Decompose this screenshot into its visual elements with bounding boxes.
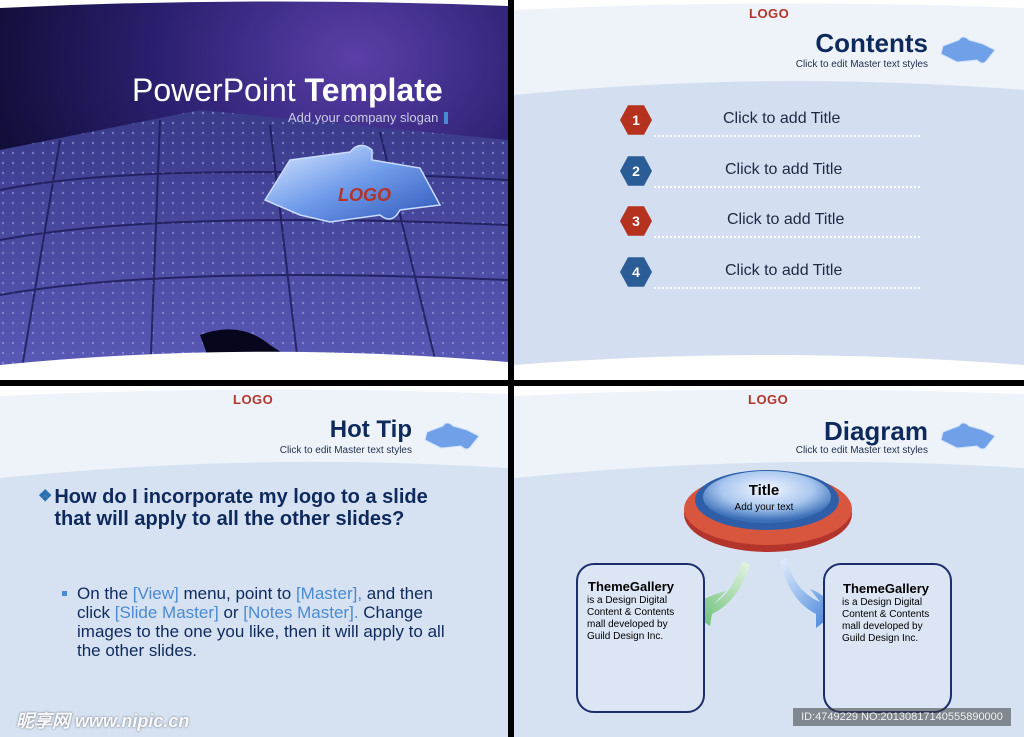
box-right-body: is a Design Digital Content & Contents m…: [842, 597, 930, 644]
slide-subtitle: Click to edit Master text styles: [795, 445, 928, 456]
diagram-box-left[interactable]: [576, 563, 705, 713]
hottip-background: [0, 386, 508, 478]
logo-text: LOGO: [748, 392, 789, 407]
title-bold: Template: [304, 72, 443, 108]
diamond-bullet-icon: ❖: [38, 488, 53, 505]
divider-4: [654, 287, 920, 289]
diagram-center-text[interactable]: Add your text: [734, 502, 794, 513]
notes-master-ref: [Notes Master].: [243, 603, 359, 622]
question-text: How do I incorporate my logo to a slide …: [54, 486, 428, 530]
logo-text: LOGO: [233, 392, 274, 407]
slide-hot-tip[interactable]: LOGO Hot Tip Click to edit Master text s…: [0, 386, 508, 737]
image-id-watermark: ID:4749229 NO:20130817140555890000: [793, 708, 1011, 726]
slide-title: Hot Tip: [329, 416, 412, 443]
contents-item-3[interactable]: Click to add Title: [727, 211, 845, 228]
slide-title: Contents: [815, 28, 928, 58]
title-disc-shape: [684, 470, 852, 552]
answer-text: On the [View] menu, point to [Master], a…: [77, 584, 445, 660]
slide-contents[interactable]: LOGO Contents Click to edit Master text …: [514, 0, 1024, 380]
slogan-text: Add your company slogan: [288, 110, 439, 125]
slide-title: Diagram: [823, 416, 928, 446]
slide-title-template[interactable]: PowerPoint Template Add your company slo…: [0, 0, 508, 380]
box-left-title: ThemeGallery: [588, 579, 674, 594]
tip-answer: On the [View] menu, point to [Master], a…: [62, 584, 462, 660]
slide-diagram[interactable]: LOGO Diagram Click to edit Master text s…: [514, 386, 1024, 737]
box-right-title: ThemeGallery: [843, 581, 929, 596]
square-bullet-icon: [62, 591, 67, 596]
divider-1: [654, 135, 920, 137]
divider-2: [654, 186, 920, 188]
diagram-center-title[interactable]: Title: [748, 482, 780, 499]
puzzle-piece-icon: [940, 36, 996, 64]
logo-text: LOGO: [749, 6, 790, 21]
puzzle-piece-icon: [424, 422, 480, 450]
right-curved-arrow-icon: [780, 558, 834, 628]
title-regular: PowerPoint: [132, 72, 296, 108]
puzzle-piece-icon: [940, 422, 996, 450]
view-menu-ref: [View]: [132, 584, 179, 603]
puzzle-background-illustration: [0, 0, 508, 380]
contents-item-2[interactable]: Click to add Title: [725, 161, 843, 178]
contents-item-1[interactable]: Click to add Title: [723, 110, 841, 127]
box-left-body: is a Design Digital Content & Contents m…: [587, 595, 675, 642]
slide-subtitle: Click to edit Master text styles: [279, 445, 412, 456]
logo-puzzle-piece-icon: [263, 144, 442, 223]
diagram-box-right[interactable]: [823, 563, 952, 713]
diagram-background: [514, 386, 1024, 628]
site-watermark: 昵享网 www.nipic.cn: [16, 711, 190, 731]
slide-master-ref: [Slide Master]: [114, 603, 219, 622]
slogan-bar-icon: [444, 111, 449, 124]
divider-3: [654, 236, 920, 238]
slide-subtitle: Click to edit Master text styles: [795, 59, 928, 70]
tip-question: ❖ How do I incorporate my logo to a slid…: [38, 486, 448, 530]
logo-text: LOGO: [338, 185, 391, 205]
contents-background: [514, 0, 1024, 380]
contents-item-4[interactable]: Click to add Title: [725, 262, 843, 279]
company-slogan: Add your company slogan: [288, 110, 449, 125]
slide1-title: PowerPoint Template: [132, 72, 492, 109]
master-ref: [Master],: [295, 584, 363, 603]
